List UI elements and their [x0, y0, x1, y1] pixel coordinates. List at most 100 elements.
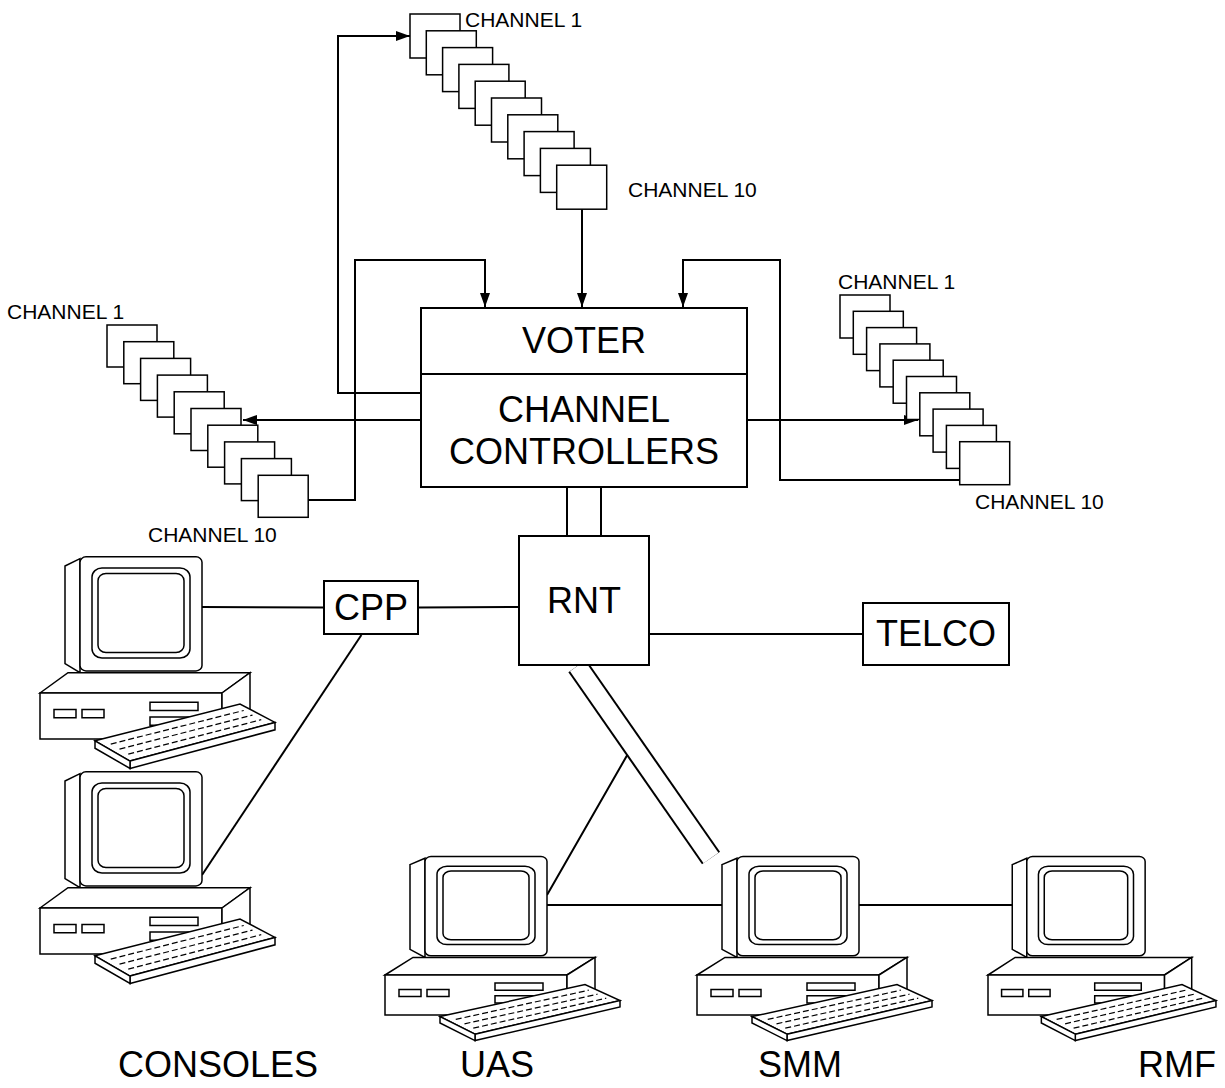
monitor-screen: [92, 783, 190, 873]
monitor-screen: [1038, 866, 1133, 944]
channel-label: CHANNEL 10: [975, 490, 1104, 514]
process-box: CPP: [323, 580, 419, 635]
case-button: [427, 989, 449, 996]
stack-shape: [5, 300, 315, 552]
connector-group: [202, 36, 1015, 905]
key-row: [465, 994, 598, 1024]
key-row: [473, 998, 606, 1028]
case-button: [739, 989, 761, 996]
box-label: VOTER: [522, 320, 646, 361]
process-box: TELCO: [862, 602, 1010, 666]
drive-slot: [1095, 983, 1142, 990]
keyboard-front: [787, 1001, 932, 1041]
computer-illustration: [988, 857, 1216, 1041]
computer-illustration: [385, 857, 620, 1041]
stack-shape: [832, 268, 1132, 518]
connector-line: [202, 606, 323, 609]
key-row: [785, 998, 918, 1028]
channel-stack: CHANNEL 1 CHANNEL 10: [5, 300, 315, 552]
key-row: [111, 925, 244, 959]
computer-label: CONSOLES: [118, 1044, 318, 1085]
connector: [243, 420, 420, 421]
key-row: [111, 710, 244, 744]
channel-square: [557, 165, 607, 209]
computer-label: SMM: [758, 1044, 842, 1085]
computer-node: UAS: [380, 850, 625, 1088]
drive-slot: [495, 983, 543, 990]
box-label: CHANNEL CONTROLLERS: [430, 389, 738, 472]
process-box: RNT: [518, 535, 650, 666]
key-row: [120, 930, 253, 964]
key-row: [777, 994, 910, 1024]
connector: [650, 634, 862, 635]
key-row: [128, 935, 261, 970]
case-button: [82, 710, 104, 718]
keyboard-front: [1075, 1001, 1216, 1041]
monitor-glass: [443, 871, 529, 940]
channel-label: CHANNEL 10: [148, 523, 277, 547]
keyboard-side: [752, 1017, 787, 1041]
link-outline: [577, 666, 711, 858]
case-top: [697, 957, 907, 975]
monitor-glass: [755, 871, 841, 940]
box-label: CPP: [334, 587, 408, 628]
keyboard-side: [440, 1017, 475, 1041]
computer-node: SMM: [692, 850, 937, 1088]
computer-illustration: [40, 557, 275, 769]
keyboard-side: [95, 956, 130, 984]
case-button: [711, 989, 733, 996]
channel-label: CHANNEL 10: [628, 178, 757, 202]
monitor-screen: [749, 866, 847, 944]
key-row: [456, 990, 589, 1019]
key-row: [1057, 990, 1186, 1019]
connector-line: [650, 633, 862, 635]
voter-box: VOTER: [420, 307, 748, 375]
connector-line: [419, 606, 518, 609]
computer-node: CONSOLES: [35, 550, 335, 1088]
drive-slot: [150, 702, 198, 710]
monitor-bezel: [425, 857, 547, 956]
double-link: [577, 666, 711, 858]
keyboard-side: [95, 741, 130, 769]
monitor-screen: [92, 568, 190, 658]
computer-node: RMF: [985, 850, 1223, 1088]
channel-square: [258, 475, 308, 517]
connector: [202, 607, 323, 609]
controller-box: CHANNEL CONTROLLERS: [420, 373, 748, 488]
key-row: [1065, 994, 1194, 1024]
case-top: [40, 673, 250, 693]
link-core: [568, 488, 600, 535]
connector-line: [547, 904, 722, 906]
computer-label: UAS: [460, 1044, 534, 1085]
connector-line: [859, 904, 1015, 906]
connector: [547, 905, 722, 906]
connector: [582, 209, 583, 307]
monitor-side: [65, 559, 80, 673]
case-top: [385, 957, 595, 975]
case-button: [1029, 989, 1050, 996]
monitor-glass: [98, 788, 184, 867]
channel-label: CHANNEL 1: [465, 8, 582, 32]
channel-stack: CHANNEL 1 CHANNEL 10: [832, 268, 1132, 518]
link-core: [577, 666, 711, 858]
monitor-side: [722, 858, 737, 957]
monitor-bezel: [80, 772, 202, 886]
monitor-glass: [1044, 871, 1127, 940]
drive-slot: [150, 917, 198, 925]
connector: [419, 607, 518, 609]
connector-line: [202, 635, 361, 875]
case-button: [54, 925, 76, 933]
monitor-side: [410, 858, 425, 957]
connector: [202, 635, 361, 875]
computer-label: RMF: [1138, 1044, 1216, 1085]
monitor-side: [1012, 858, 1027, 957]
channel-label: CHANNEL 1: [838, 270, 955, 294]
keyboard-side: [1041, 1017, 1075, 1041]
case-button: [54, 710, 76, 718]
connector-line: [243, 419, 420, 421]
channel-label: CHANNEL 1: [7, 300, 124, 324]
connector-line: [581, 209, 583, 307]
key-row: [1074, 998, 1203, 1028]
monitor-bezel: [80, 557, 202, 671]
